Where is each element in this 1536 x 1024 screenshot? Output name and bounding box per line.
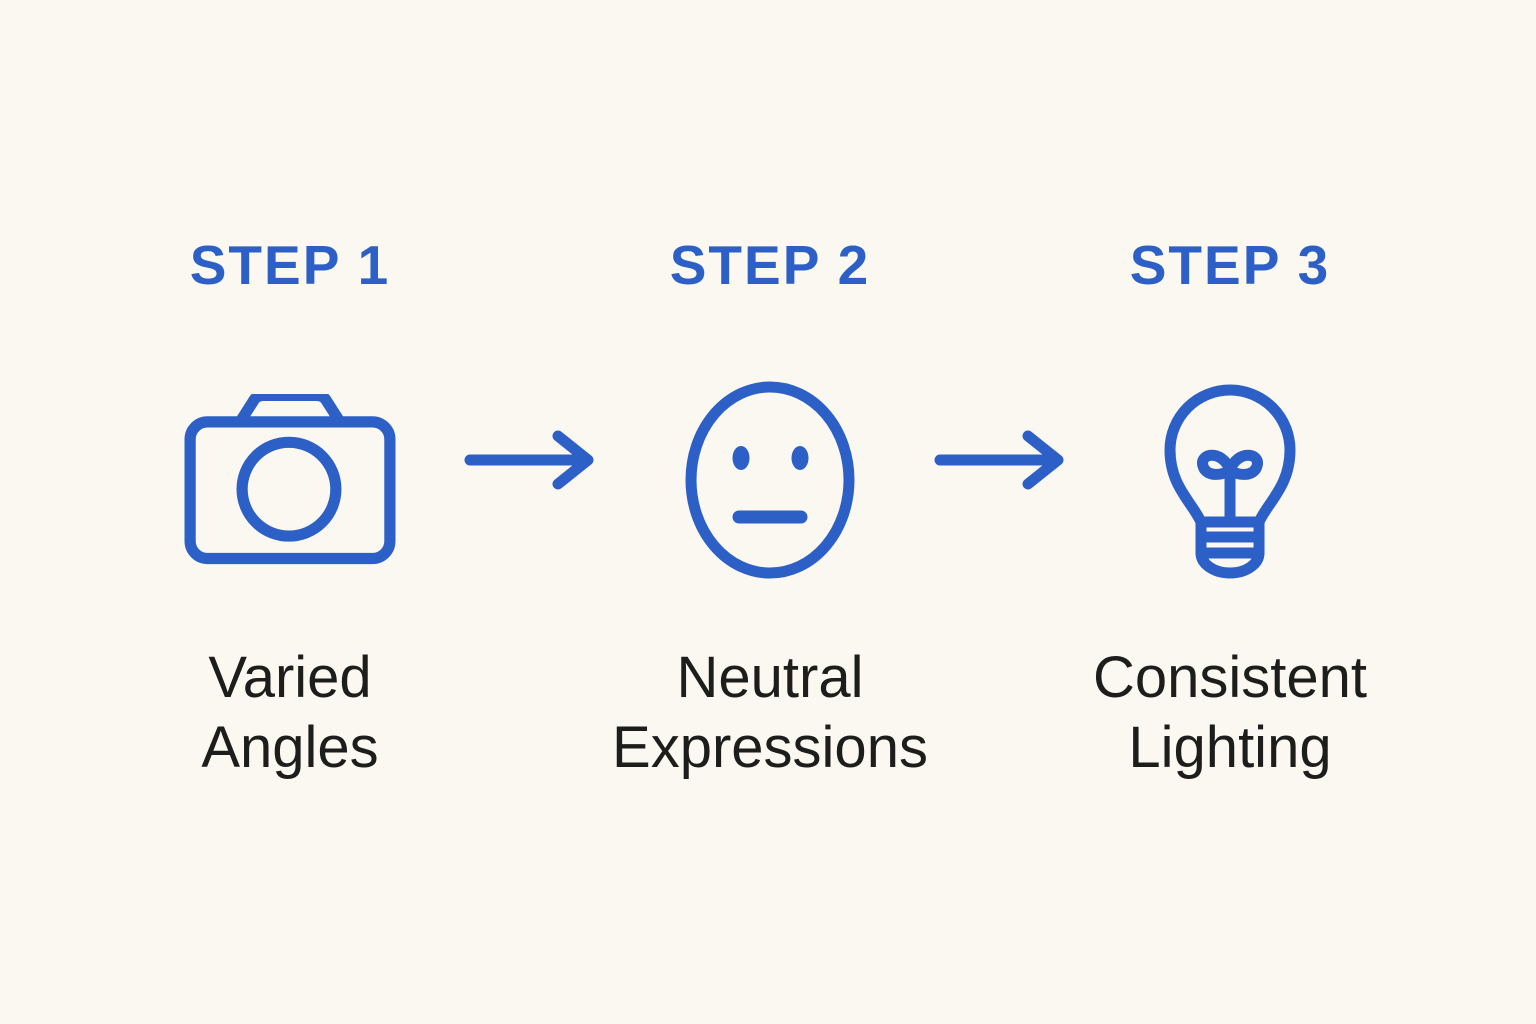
step-3-caption-line1: Consistent xyxy=(1092,645,1368,710)
step-1-caption: Varied Angles xyxy=(201,643,378,783)
neutral-face-icon xyxy=(680,372,860,587)
step-2-column: STEP 2 Neutral Expressions xyxy=(590,238,950,783)
step-1-caption-line2: Angles xyxy=(201,715,379,780)
arrow-right-icon xyxy=(934,428,1066,492)
step-3-caption-line2: Lighting xyxy=(1128,715,1332,780)
step-1-caption-line1: Varied xyxy=(208,645,372,710)
arrow-right-icon xyxy=(464,428,596,492)
step-1-column: STEP 1 Varied Angles xyxy=(110,238,470,783)
lightbulb-icon xyxy=(1154,372,1306,587)
step-3-caption: Consistent Lighting xyxy=(1093,643,1367,783)
step-2-label: STEP 2 xyxy=(669,234,871,296)
step-3-column: STEP 3 Consistent Lighting xyxy=(1050,238,1410,783)
step-2-caption: Neutral Expressions xyxy=(612,643,928,783)
step-2-caption-line2: Expressions xyxy=(612,715,928,780)
step-3-label: STEP 3 xyxy=(1129,234,1331,296)
step-2-caption-line1: Neutral xyxy=(676,645,864,710)
step-1-label: STEP 1 xyxy=(189,234,391,296)
camera-icon xyxy=(184,372,396,587)
